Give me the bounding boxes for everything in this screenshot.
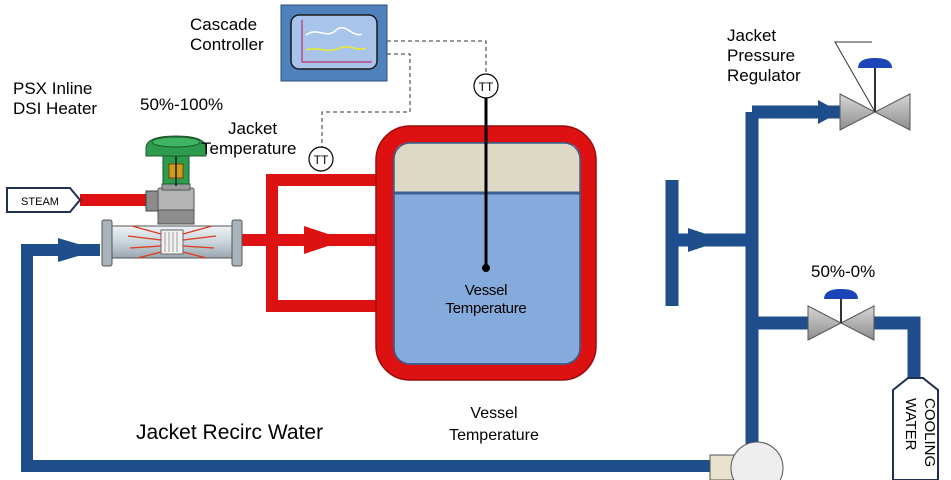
dsi-heater [101, 219, 243, 267]
cooling-water-line1: COOLING [921, 398, 938, 468]
steam-text: STEAM [21, 196, 59, 208]
cooling-valve [807, 289, 875, 341]
tt-vessel-text: TT [479, 80, 494, 94]
signal-lines [321, 40, 487, 148]
vessel-temperature-inside-line1: Vessel [464, 282, 508, 299]
return-pipes [665, 105, 921, 458]
jacket-temperature-label: Jacket Temperature [201, 119, 296, 159]
vessel-temperature-inside-label: Vessel Temperature [438, 282, 534, 317]
heater-line1: PSX Inline [13, 79, 93, 98]
tt-jacket-instrument: TT [308, 146, 334, 172]
cascade-controller-label: Cascade Controller [190, 15, 264, 55]
steam-inlet-tag: STEAM [6, 187, 82, 213]
heater-line2: DSI Heater [13, 99, 98, 119]
regulator-flow-arrow [818, 100, 840, 124]
probe-tip [482, 264, 490, 272]
jacket-temperature-line2: Temperature [201, 139, 297, 159]
jacket-outlet-lines [596, 174, 678, 312]
cascade-controller-line1: Cascade [190, 15, 258, 34]
pressure-regulator-line3: Regulator [727, 66, 801, 86]
heater-range-label: 50%-100% [140, 95, 224, 114]
recirc-loop-pipe [21, 244, 712, 472]
vessel-temperature-below-line2: Temperature [449, 427, 539, 445]
cascade-controller-line2: Controller [190, 35, 264, 55]
heater-label: PSX Inline DSI Heater [13, 79, 97, 119]
recirc-pump [709, 441, 784, 480]
cascade-controller [280, 4, 388, 82]
outlet-flow-arrow [688, 228, 724, 252]
pressure-regulator [834, 41, 911, 131]
cooling-water-tag [892, 377, 939, 480]
cooling-water-label: COOLING WATER [897, 398, 939, 478]
hot-flow-arrow [304, 226, 346, 254]
cooling-valve-range-label: 50%-0% [811, 262, 876, 281]
tt-jacket-text: TT [314, 153, 329, 167]
pressure-regulator-line2: Pressure [727, 46, 796, 66]
steam-control-valve [145, 135, 207, 225]
jacket-temperature-line1: Jacket [228, 119, 278, 138]
recirc-flow-arrow [58, 238, 98, 262]
vessel-temperature-below-label: Vessel Temperature [440, 403, 548, 448]
pressure-regulator-label: Jacket Pressure Regulator [727, 26, 801, 86]
vessel-temperature-inside-line2: Temperature [445, 299, 527, 317]
recirc-water-label: Jacket Recirc Water [136, 421, 324, 444]
tt-vessel-instrument: TT [473, 73, 499, 99]
pressure-regulator-line1: Jacket [727, 26, 777, 45]
vessel-temperature-below-line1: Vessel [470, 405, 518, 422]
cooling-water-line2: WATER [902, 398, 919, 451]
